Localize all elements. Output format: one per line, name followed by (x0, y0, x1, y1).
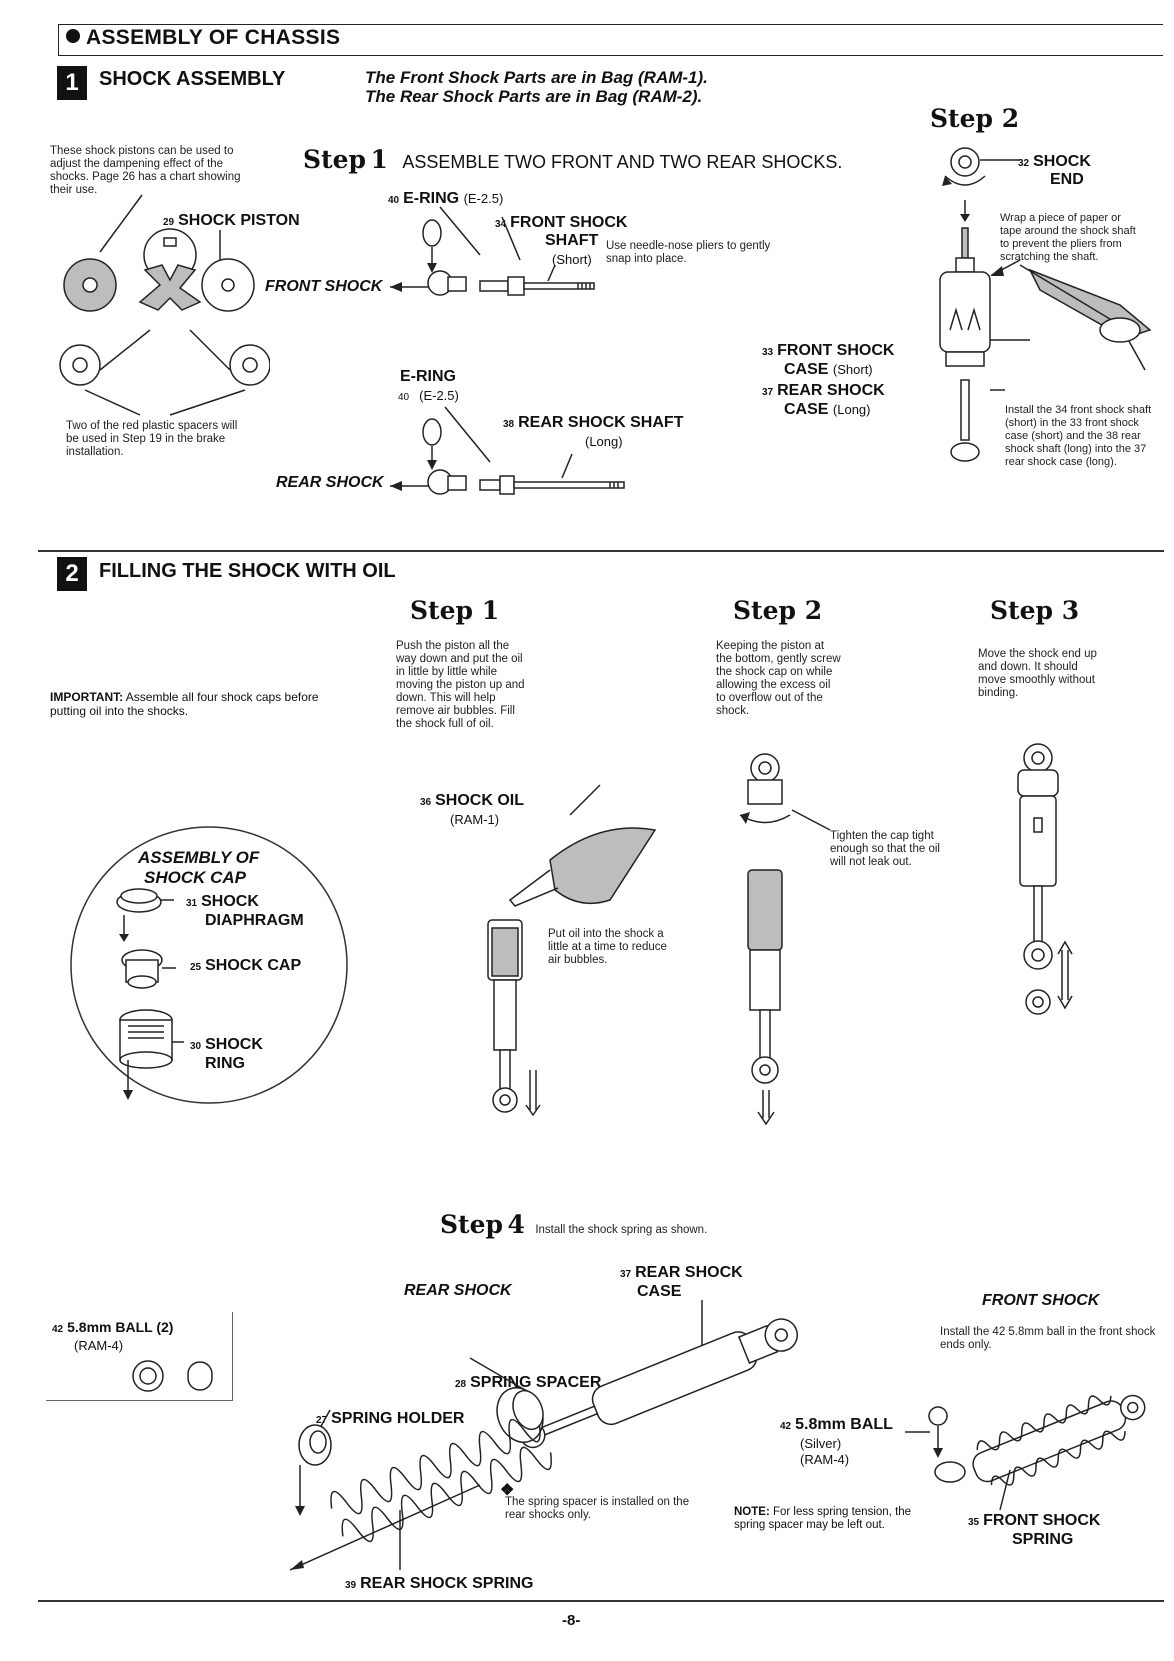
shock-ring-label2: RING (205, 1055, 245, 1072)
front-shaft-label2: SHAFT (545, 232, 599, 249)
rear-shaft-sub: (Long) (585, 434, 623, 449)
front-case-label2: CASE (Short) (784, 361, 873, 378)
spring-tension-note: NOTE: For less spring tension, the sprin… (734, 1506, 912, 1531)
rear-shock-title: REAR SHOCK (404, 1282, 512, 1299)
wrap-note: Wrap a piece of paper or tape around the… (1000, 212, 1136, 263)
important-note: IMPORTANT: Assemble all four shock caps … (50, 690, 319, 718)
bag-note-front: The Front Shock Parts are in Bag (RAM-1)… (365, 68, 708, 87)
shock-piston-drawing (59, 194, 270, 416)
install-note: Install the 34 front shock shaft (short)… (1005, 404, 1152, 468)
ball-box-sub: (RAM-4) (74, 1338, 124, 1353)
shock-oil-sub: (RAM-1) (450, 812, 500, 827)
ball-sub2: (RAM-4) (800, 1452, 850, 1467)
shock-end-install-drawing (939, 147, 1152, 462)
section-2-number: 2 (57, 557, 87, 591)
cap-screwing-drawing (739, 753, 831, 1126)
s2-step2-heading: Step 2 (733, 596, 823, 625)
cap-assembly-circle (70, 826, 348, 1104)
section-1-title: SHOCK ASSEMBLY (99, 68, 286, 90)
ball-install-note: Install the 42 5.8mm ball in the front s… (940, 1326, 1156, 1351)
page-header: ASSEMBLY OF CHASSIS (66, 26, 340, 50)
rear-shock-shaft-drawing (390, 406, 625, 495)
rear-shock-label: REAR SHOCK (276, 474, 384, 491)
shock-move-drawing (1017, 743, 1073, 1015)
s2-step3-heading: Step 3 (990, 596, 1080, 625)
ball-sub1: (Silver) (800, 1436, 842, 1451)
cap-assembly-title2: SHOCK CAP (144, 868, 247, 887)
rear-case-label2-s2: CASE (637, 1283, 682, 1300)
s2-step1-heading: Step 1 (410, 596, 500, 625)
shock-end-label2: END (1050, 171, 1084, 188)
rear-shock-exploded-drawing (290, 1300, 799, 1571)
info-icon: ❖ (500, 1482, 515, 1499)
section-1-number: 1 (57, 66, 87, 100)
eclip-rear-sub: 40(E-2.5) (398, 388, 459, 403)
piston-note: These shock pistons can be used to adjus… (50, 145, 241, 196)
s1-step2-heading: Step 2 (930, 104, 1020, 133)
front-shock-spring-drawing (905, 1394, 1146, 1511)
cap-assembly-title1: ASSEMBLY OF (138, 848, 260, 867)
front-shock-title: FRONT SHOCK (982, 1292, 1100, 1309)
bag-note-rear: The Rear Shock Parts are in Bag (RAM-2). (365, 87, 703, 106)
section-2-title: FILLING THE SHOCK WITH OIL (99, 560, 396, 582)
s2-step3-text: Move the shock end up and down. It shoul… (978, 648, 1097, 699)
s2-step1-text: Push the piston all the way down and put… (396, 640, 525, 730)
spring-spacer-note: The spring spacer is installed on the re… (505, 1496, 690, 1521)
tighten-note: Tighten the cap tight enough so that the… (830, 830, 940, 868)
footer-rule (38, 1600, 1164, 1602)
s2-step4-heading: Step 4 Install the shock spring as shown… (440, 1210, 708, 1239)
front-shaft-sub: (Short) (552, 252, 592, 267)
header-frame (58, 24, 1163, 56)
front-shock-label: FRONT SHOCK (265, 278, 383, 295)
ball-icons (132, 1360, 213, 1392)
oil-note: Put oil into the shock a little at a tim… (548, 928, 667, 966)
section-divider (38, 550, 1164, 552)
oil-filling-drawing (487, 784, 657, 1117)
ball-parts-box (46, 1312, 233, 1401)
header-title: ASSEMBLY OF CHASSIS (86, 26, 341, 49)
front-spring-label2: SPRING (1012, 1531, 1074, 1548)
s2-step2-text: Keeping the piston at the bottom, gently… (716, 640, 841, 717)
diaphragm-label2: DIAPHRAGM (205, 912, 304, 929)
s1-step1-heading: Step 1 ASSEMBLE TWO FRONT AND TWO REAR S… (303, 145, 843, 174)
rear-case-label2: CASE (Long) (784, 401, 871, 418)
spacer-note: Two of the red plastic spacers will be u… (66, 420, 238, 458)
pliers-note: Use needle-nose pliers to gently snap in… (606, 240, 771, 265)
eclip-rear-label: E-RING (400, 368, 456, 385)
bullet-icon (66, 29, 80, 43)
front-shock-shaft-drawing (390, 206, 595, 296)
page-number: -8- (562, 1612, 581, 1629)
